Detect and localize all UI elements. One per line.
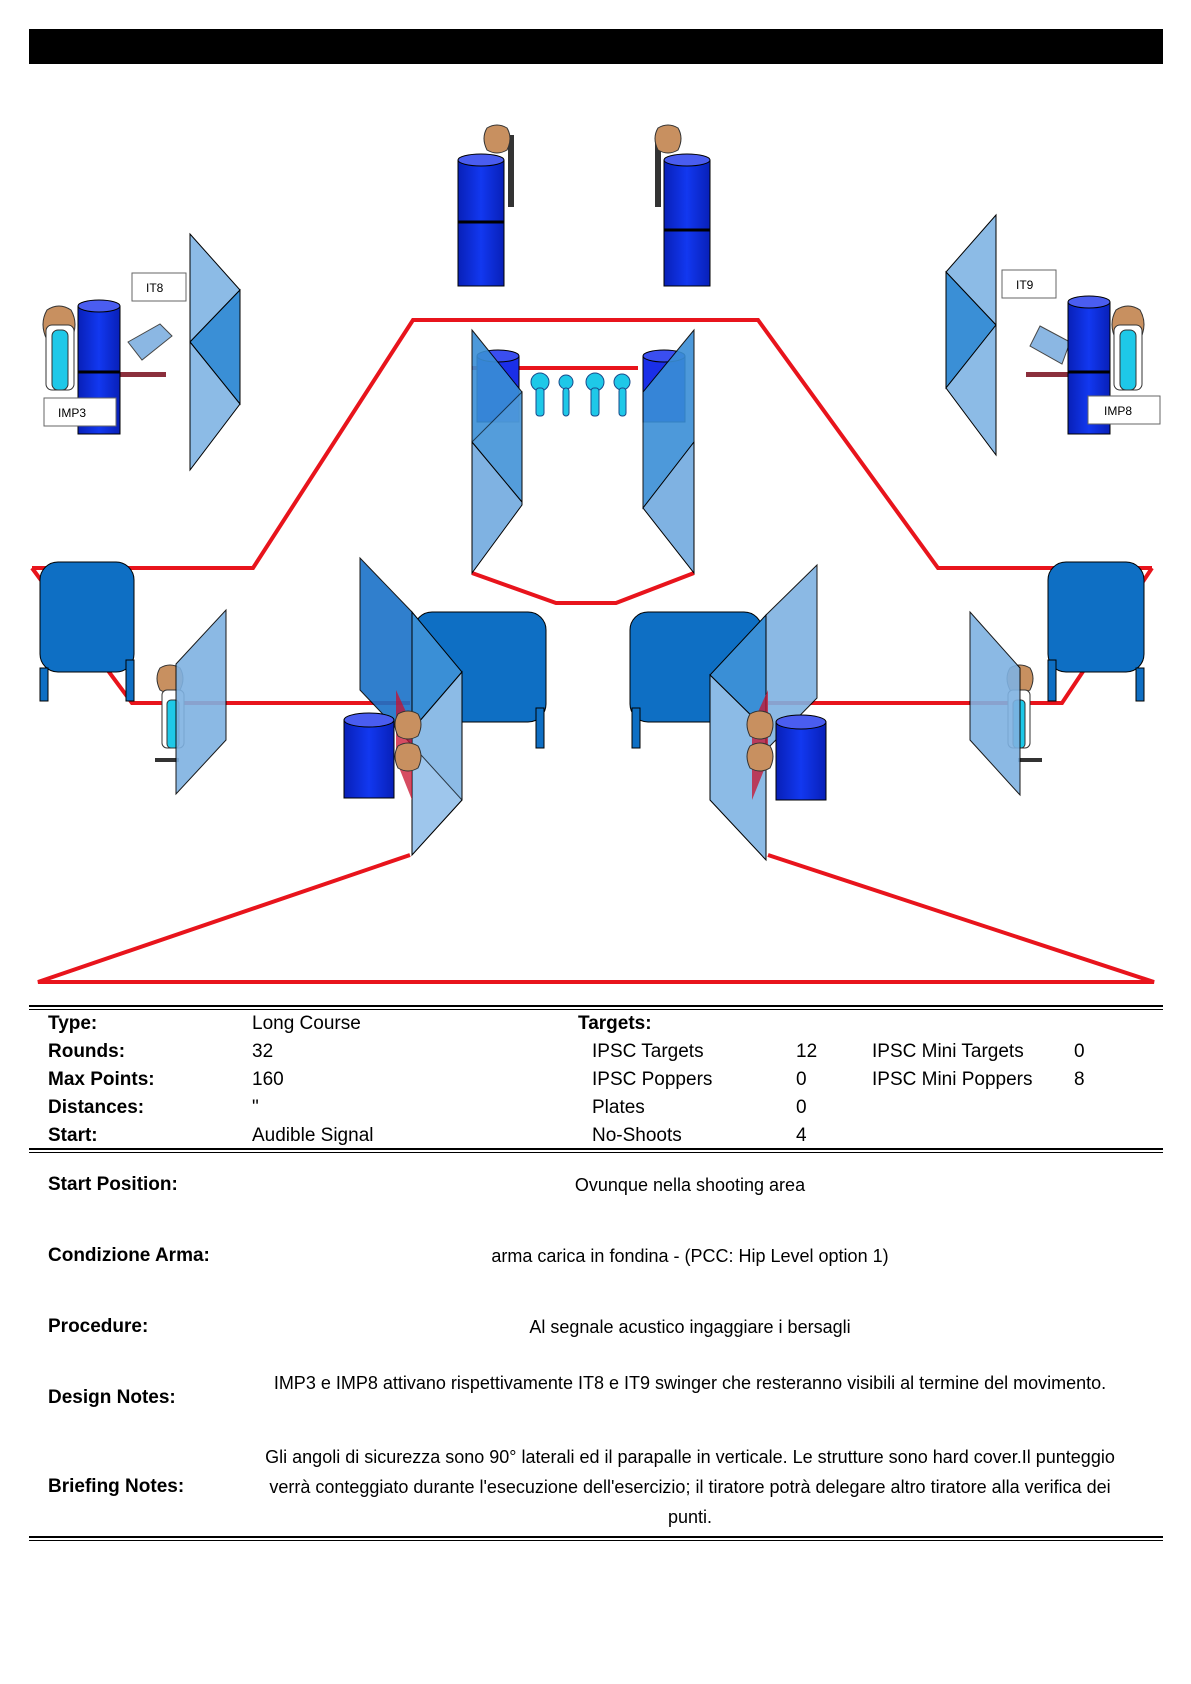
mini-poppers-label: IPSC Mini Poppers bbox=[872, 1069, 1033, 1090]
design-notes-value: IMP3 e IMP8 attivano rispettivamente IT8… bbox=[273, 1373, 1107, 1393]
swinger-target-it8 bbox=[42, 305, 173, 391]
ipsc-targets-label: IPSC Targets bbox=[592, 1041, 704, 1062]
upper-target-left bbox=[483, 124, 514, 207]
condizione-value: arma carica in fondina - (PCC: Hip Level… bbox=[491, 1246, 889, 1266]
stage-diagram: IT8 IMP3 IT9 IMP8 bbox=[30, 124, 1161, 984]
procedure-value: Al segnale acustico ingaggiare i bersagl… bbox=[529, 1317, 851, 1337]
tag-imp8-label: IMP8 bbox=[1104, 404, 1132, 418]
tag-it9: IT9 bbox=[1001, 269, 1057, 299]
design-notes-label: Design Notes: bbox=[48, 1387, 176, 1408]
wall-center-left bbox=[471, 328, 523, 575]
distances-label: Distances: bbox=[48, 1097, 145, 1118]
condizione-label: Condizione Arma: bbox=[48, 1245, 210, 1266]
tag-imp3: IMP3 bbox=[43, 397, 117, 427]
briefing-notes-label: Briefing Notes: bbox=[48, 1476, 185, 1497]
tag-it8: IT8 bbox=[131, 272, 187, 302]
tag-it9-label: IT9 bbox=[1016, 278, 1034, 292]
mini-poppers-value: 8 bbox=[1074, 1069, 1085, 1090]
spec-top-rule bbox=[29, 1005, 1163, 1010]
wall-left-corner bbox=[189, 232, 241, 472]
start-label: Start: bbox=[48, 1125, 98, 1146]
type-label: Type: bbox=[48, 1013, 98, 1034]
maxpoints-label: Max Points: bbox=[48, 1069, 155, 1090]
wall-center-right-lower bbox=[709, 563, 818, 862]
header-bar bbox=[29, 29, 1163, 64]
noshoots-value: 4 bbox=[796, 1125, 807, 1146]
cover-block-right bbox=[1047, 561, 1145, 702]
barrel-stack-top-left bbox=[457, 153, 505, 287]
wall-left-middle bbox=[175, 608, 227, 796]
start-value: Audible Signal bbox=[252, 1125, 374, 1146]
wall-center-right bbox=[642, 328, 695, 575]
rounds-value: 32 bbox=[252, 1041, 274, 1062]
targets-label: Targets: bbox=[578, 1013, 652, 1034]
start-position-label: Start Position: bbox=[48, 1174, 178, 1195]
swinger-target-it9 bbox=[1026, 305, 1145, 391]
start-position-value: Ovunque nella shooting area bbox=[574, 1175, 806, 1195]
tag-imp8: IMP8 bbox=[1087, 395, 1161, 425]
tag-it8-label: IT8 bbox=[146, 281, 164, 295]
procedure-label: Procedure: bbox=[48, 1316, 149, 1337]
upper-target-right bbox=[654, 124, 682, 207]
spec-bottom-rule bbox=[29, 1148, 1163, 1153]
plates-value: 0 bbox=[796, 1097, 807, 1118]
wall-right-corner bbox=[945, 213, 997, 457]
tag-imp3-label: IMP3 bbox=[58, 406, 86, 420]
barrel-lower-right bbox=[775, 714, 827, 801]
type-value: Long Course bbox=[252, 1013, 361, 1034]
wall-right-middle bbox=[969, 610, 1021, 797]
maxpoints-value: 160 bbox=[252, 1069, 284, 1090]
ipsc-poppers-label: IPSC Poppers bbox=[592, 1069, 713, 1090]
briefing-bottom-rule bbox=[29, 1536, 1163, 1541]
barrel-lower-left bbox=[343, 712, 395, 799]
briefing-notes-value: Gli angoli di sicurezza sono 90° lateral… bbox=[265, 1447, 1115, 1527]
distances-value: " bbox=[252, 1097, 259, 1118]
plates-label: Plates bbox=[592, 1097, 645, 1118]
ipsc-poppers-value: 0 bbox=[796, 1069, 807, 1090]
rounds-label: Rounds: bbox=[48, 1041, 126, 1062]
barrel-stack-top-right bbox=[663, 153, 711, 287]
mini-targets-value: 0 bbox=[1074, 1041, 1085, 1062]
ipsc-targets-value: 12 bbox=[796, 1041, 818, 1062]
mini-poppers bbox=[530, 372, 631, 417]
wall-center-left-lower bbox=[359, 556, 463, 857]
targets-center-left bbox=[394, 710, 422, 772]
mini-targets-label: IPSC Mini Targets bbox=[872, 1041, 1024, 1062]
targets-center-right bbox=[746, 710, 774, 772]
noshoots-label: No-Shoots bbox=[592, 1125, 682, 1146]
cover-block-left bbox=[39, 561, 135, 702]
